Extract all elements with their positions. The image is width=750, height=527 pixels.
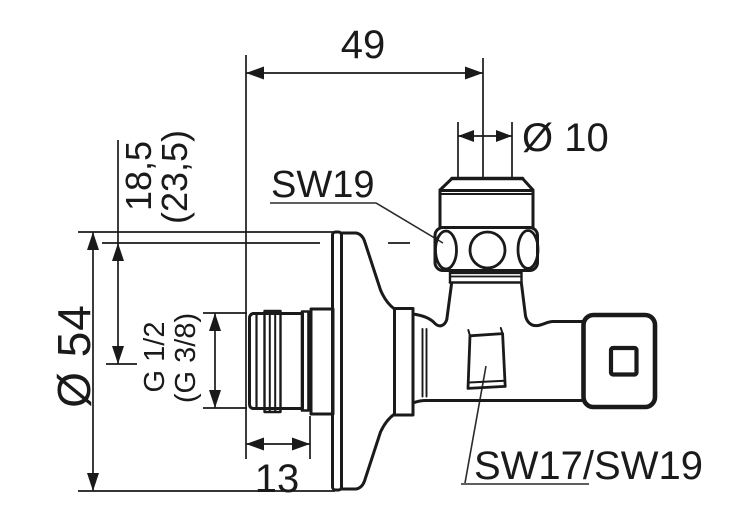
thread-g12-label: G 1/2 bbox=[139, 322, 171, 393]
sw19-label: SW19 bbox=[271, 164, 374, 206]
flange-collar bbox=[393, 307, 415, 417]
thread-step-ring bbox=[309, 307, 335, 416]
dimension-labels: 49 Ø 10 SW19 18,5 (23,5) Ø 54 G 1/2 (G 3… bbox=[48, 23, 703, 501]
sw17-sw19-label: SW17/SW19 bbox=[474, 444, 703, 488]
dim-49-label: 49 bbox=[341, 23, 386, 67]
wall-flange bbox=[331, 230, 415, 492]
dim-23-5-label: (23,5) bbox=[154, 130, 195, 224]
valve-body bbox=[411, 282, 585, 405]
wrench-flat-boss bbox=[466, 327, 507, 390]
dim-diameter-10-label: Ø 10 bbox=[522, 116, 609, 160]
valve-handle bbox=[433, 176, 540, 284]
dim-18-5-label: 18,5 bbox=[118, 141, 159, 211]
sw19-leader bbox=[270, 202, 444, 244]
sw17-leader bbox=[464, 365, 487, 484]
outlet-square-hole bbox=[608, 345, 639, 377]
leader-lines bbox=[270, 202, 589, 485]
dimension-lines bbox=[78, 55, 513, 492]
grip-dimple-right bbox=[516, 229, 540, 270]
outlet-nut bbox=[581, 312, 658, 410]
thread-g38-label: (G 3/8) bbox=[170, 313, 202, 403]
dim-13-label: 13 bbox=[255, 457, 300, 501]
extension-lines-thread bbox=[203, 312, 247, 409]
body-seam bbox=[421, 328, 428, 398]
handle-cap bbox=[438, 189, 535, 229]
grip-dimple-left bbox=[434, 229, 458, 271]
valve-inlet-thread bbox=[248, 307, 335, 416]
dim-diameter-54-label: Ø 54 bbox=[48, 304, 100, 408]
flange-back-plate bbox=[331, 230, 343, 492]
grip-dimple-center bbox=[468, 230, 507, 270]
